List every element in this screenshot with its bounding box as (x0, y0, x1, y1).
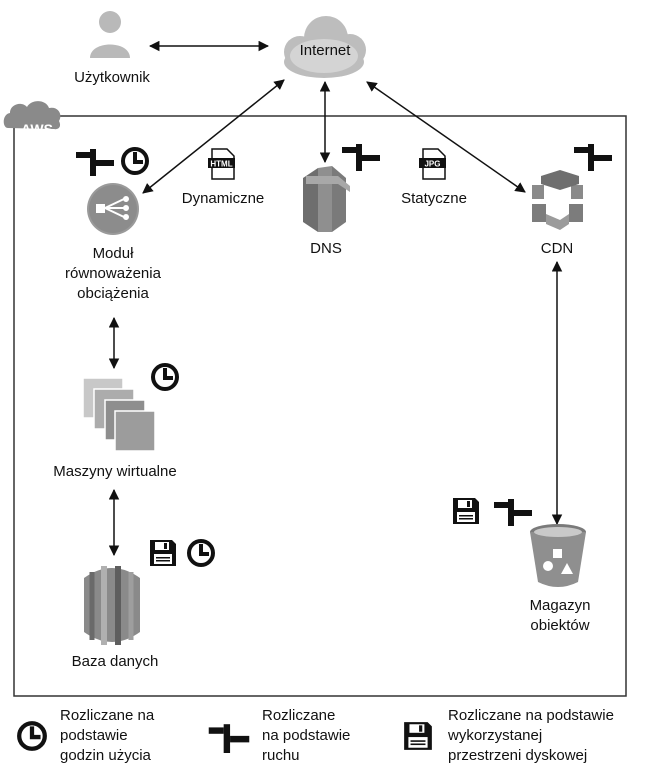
user-label: Użytkownik (74, 69, 150, 86)
clock-icon (19, 723, 45, 749)
svg-text:HTML: HTML (210, 160, 232, 169)
jpg-file-icon: JPG (419, 148, 446, 180)
load-balancer-label: Moduł równoważenia obciążenia (65, 245, 161, 302)
signpost-icon (76, 149, 114, 176)
internet-cdn-connector (366, 81, 526, 193)
cdn-label: CDN (540, 240, 574, 257)
floppy-disk-icon (453, 498, 479, 524)
aws-badge (3, 101, 61, 130)
aws-label: AWS (21, 121, 53, 137)
floppy-disk-icon (404, 722, 432, 750)
signpost-icon (208, 724, 250, 753)
dns-label: DNS (310, 240, 342, 257)
virtual-machines-icon (82, 377, 156, 452)
static-label: Statyczne (401, 190, 467, 207)
database-label: Baza danych (71, 653, 159, 670)
html-file-icon: HTML (208, 148, 235, 180)
database-icon (84, 566, 140, 645)
virtual-machines-label: Maszyny wirtualne (53, 463, 177, 480)
signpost-icon (574, 144, 612, 171)
cdn-icon (532, 170, 583, 230)
svg-text:JPG: JPG (424, 160, 440, 169)
user-icon (90, 11, 130, 58)
load-balancer-icon (87, 183, 139, 235)
dynamic-label: Dynamiczne (181, 190, 265, 207)
floppy-disk-icon (150, 540, 176, 566)
signpost-icon (342, 144, 380, 171)
signpost-icon (494, 499, 532, 526)
clock-icon (187, 539, 215, 567)
internet-lb-connector (142, 79, 285, 194)
cloud-icon (284, 16, 366, 78)
clock-icon (151, 363, 179, 391)
legend-hours-text: Rozliczane na podstawie godzin użycia (60, 707, 155, 764)
dns-icon (303, 166, 350, 232)
legend-traffic-text: Rozliczane na podstawie ruchu (262, 707, 351, 764)
legend-storage-text: Rozliczane na podstawie wykorzystanej pr… (448, 707, 614, 764)
storage-label: Magazyn obiektów (529, 597, 591, 634)
bucket-icon (530, 524, 586, 587)
internet-label: Internet (299, 42, 351, 59)
clock-icon (121, 147, 149, 175)
